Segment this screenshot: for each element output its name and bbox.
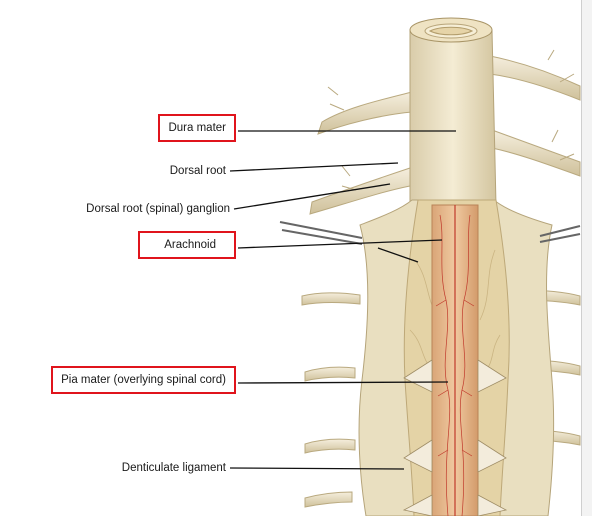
blood-vessels <box>435 214 475 516</box>
label-dorsal-root: Dorsal root <box>169 165 226 177</box>
page-edge <box>581 0 592 516</box>
denticulate-ligaments <box>402 359 508 516</box>
label-arachnoid: Arachnoid <box>138 231 236 259</box>
retractor-left <box>279 221 363 245</box>
label-pia-mater: Pia mater (overlying spinal cord) <box>51 366 236 394</box>
left-nerve-roots <box>301 86 413 508</box>
dura-flap-right <box>491 199 555 516</box>
label-denticulate-ligament: Denticulate ligament <box>121 462 226 474</box>
dura-flap-left <box>358 199 421 516</box>
retractor-right <box>539 225 581 243</box>
label-dura-mater: Dura mater <box>158 114 236 142</box>
dura-mater-tube <box>409 23 497 206</box>
leader-lines <box>229 130 456 470</box>
label-dorsal-root-ganglion: Dorsal root (spinal) ganglion <box>86 203 230 215</box>
